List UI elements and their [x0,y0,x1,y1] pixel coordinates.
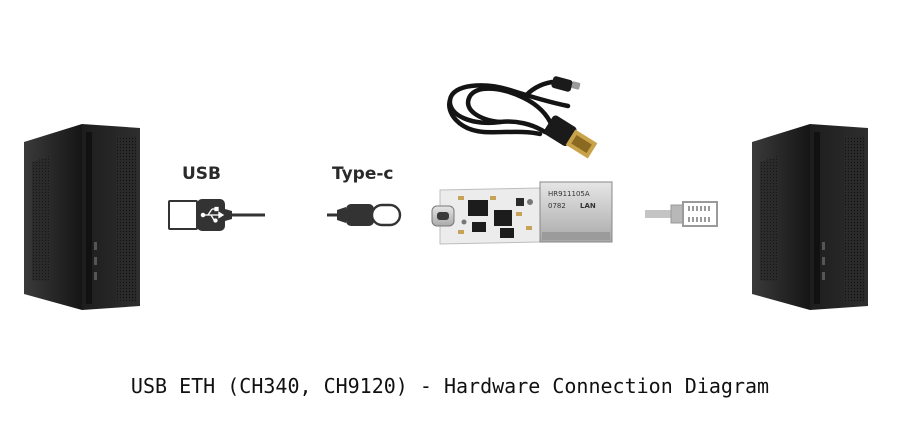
right-computer-icon [752,124,868,310]
usb-cable-icon [447,76,598,159]
rj45-plug-icon [645,201,718,227]
left-computer-icon [24,124,140,310]
module-marking-line1: HR911105A [548,190,590,198]
module-marking-line2: 0782 [548,202,566,210]
diagram-caption: USB ETH (CH340, CH9120) - Hardware Conne… [130,374,770,398]
type-c-label: Type-c [332,164,394,184]
usb-a-plug-icon [168,199,265,231]
usb-label: USB [182,164,222,184]
usb-ethernet-module: HR911105A 0782 LAN [431,181,613,245]
usb-type-c-plug-icon [327,203,402,227]
module-marking-line3: LAN [580,202,596,210]
